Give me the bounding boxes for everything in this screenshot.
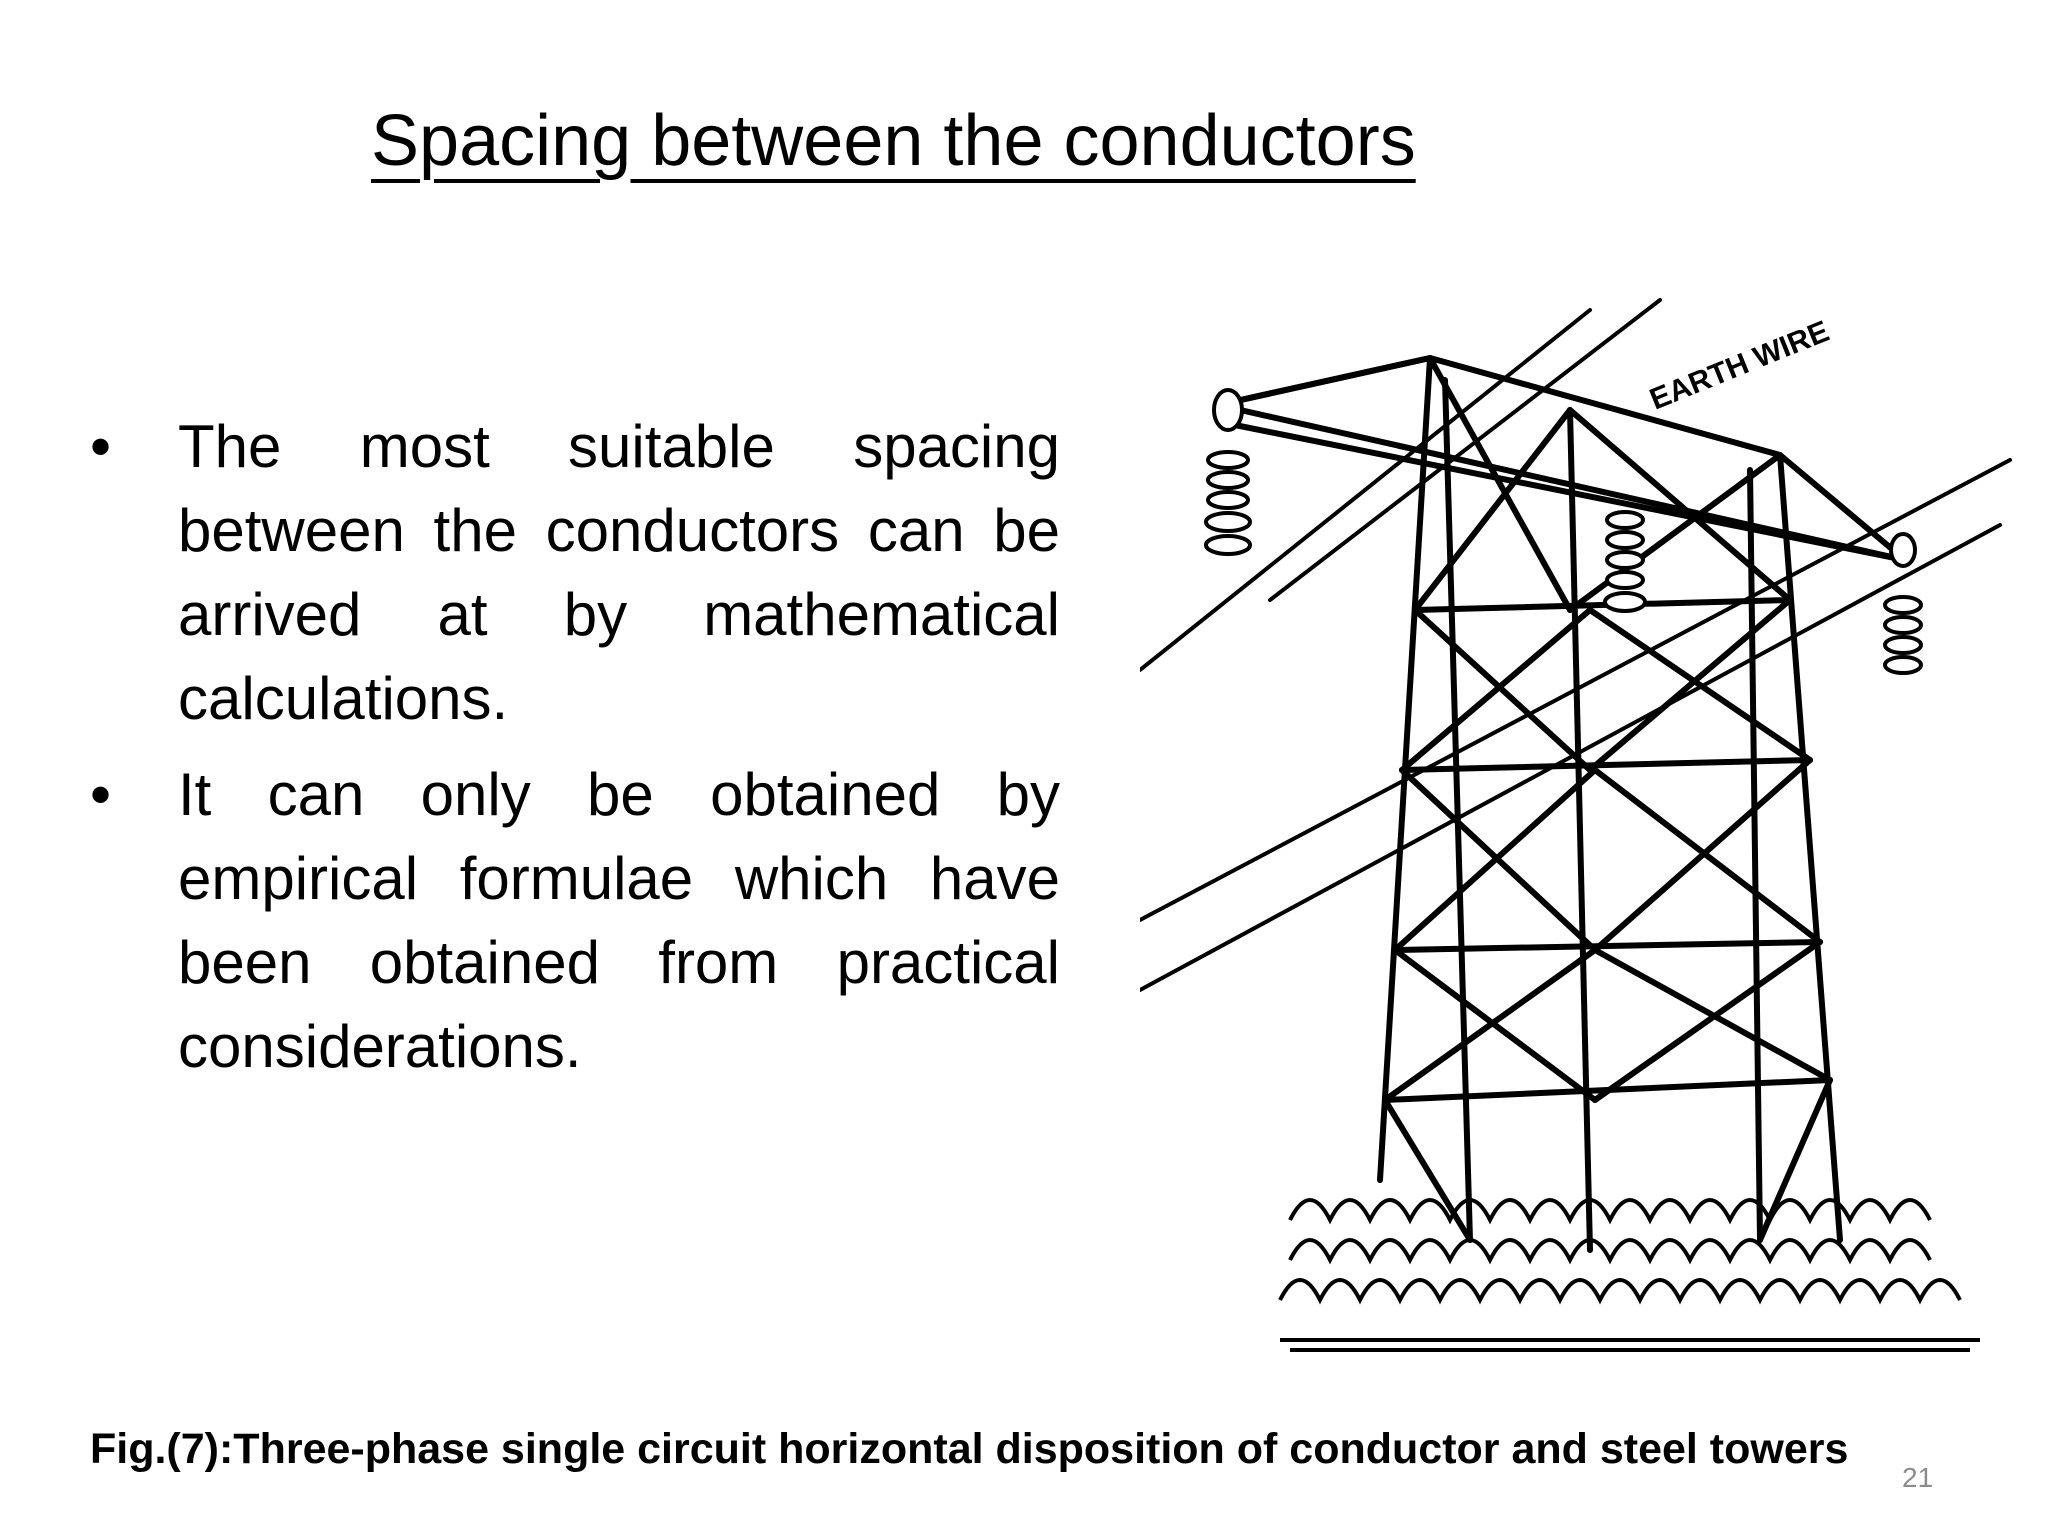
earth-wire-label: EARTH WIRE	[1645, 315, 1834, 417]
bullet-item: • The most suitable spacing between the …	[90, 405, 1060, 741]
bullet-icon: •	[90, 761, 112, 828]
figure-caption: Fig.(7):Three-phase single circuit horiz…	[90, 1425, 1849, 1473]
page-number: 21	[1902, 1462, 1934, 1493]
bullet-icon: •	[90, 413, 112, 480]
bullet-item: • It can only be obtained by empirical f…	[90, 753, 1060, 1089]
bullet-text: It can only be obtained by empirical for…	[178, 761, 1060, 1080]
bullet-list: • The most suitable spacing between the …	[90, 405, 1060, 1101]
slide-title: Spacing between the conductors	[371, 101, 1416, 181]
transmission-tower-illustration: EARTH WIRE	[1140, 298, 2012, 1352]
bullet-text: The most suitable spacing between the co…	[178, 413, 1060, 732]
